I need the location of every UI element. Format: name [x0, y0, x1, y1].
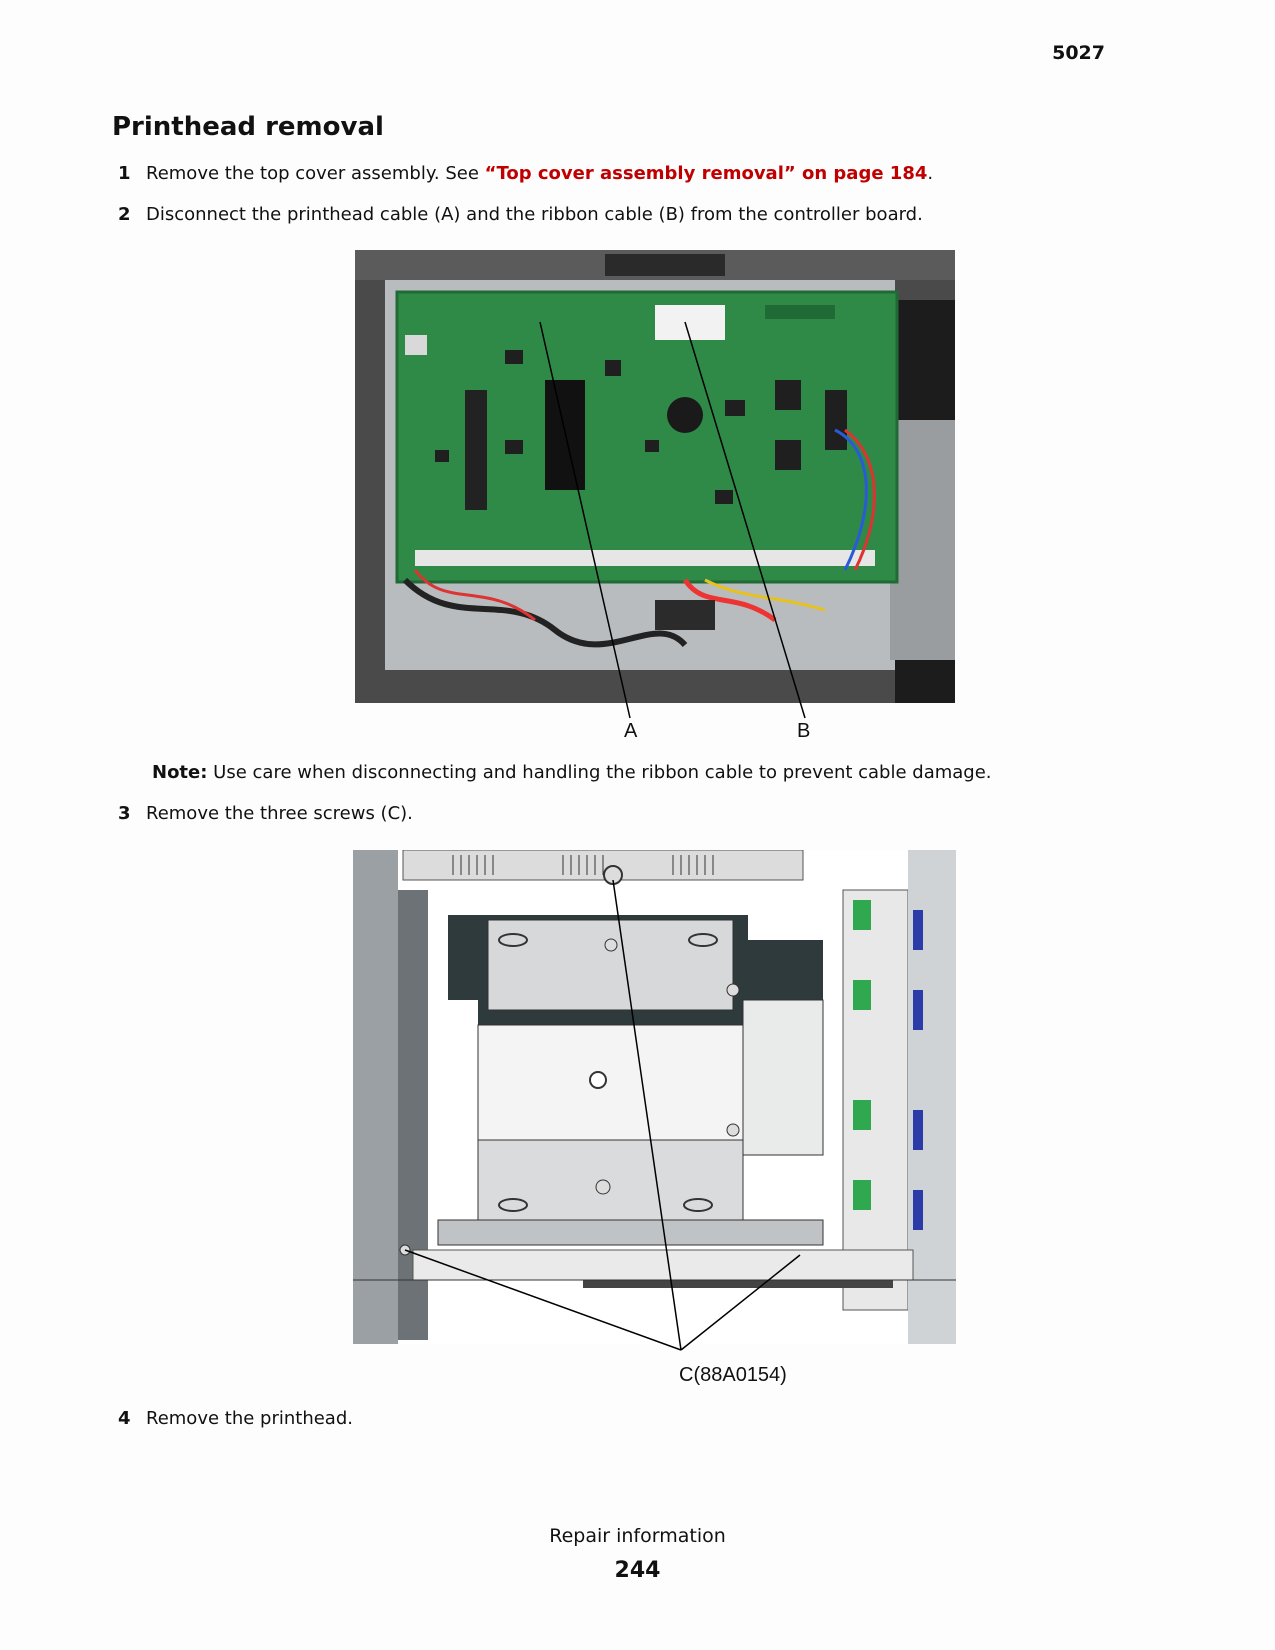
- step-text: Remove the three screws (C).: [146, 803, 413, 824]
- step-number: 3: [118, 803, 131, 824]
- callout-a: A: [624, 720, 638, 742]
- step-number: 2: [118, 204, 131, 225]
- figure2-leader-lines: [404, 879, 801, 1351]
- step-text: Disconnect the printhead cable (A) and t…: [146, 204, 923, 225]
- figure1-leader-lines: [539, 321, 806, 719]
- controller-board-photo: [355, 250, 955, 703]
- step-text: Remove the printhead.: [146, 1408, 353, 1429]
- step-2: 2 Disconnect the printhead cable (A) and …: [118, 204, 923, 225]
- cross-reference-link[interactable]: “Top cover assembly removal” on page 184: [484, 163, 928, 184]
- note-label: Note:: [152, 762, 208, 783]
- printhead-drawing: [353, 850, 956, 1344]
- step-3: 3 Remove the three screws (C).: [118, 803, 413, 824]
- page-number: 244: [614, 1558, 661, 1583]
- page-title: Printhead removal: [112, 112, 384, 142]
- step-number: 1: [118, 163, 131, 184]
- callout-c: C(88A0154): [679, 1364, 787, 1386]
- step-text-end: .: [927, 163, 934, 184]
- step-text: Remove the top cover assembly. See: [146, 163, 485, 184]
- note-text: Use care when disconnecting and handling…: [207, 762, 992, 783]
- callout-b: B: [797, 720, 811, 742]
- step-1: 1 Remove the top cover assembly. See “Top…: [118, 163, 933, 184]
- step-4: 4 Remove the printhead.: [118, 1408, 353, 1429]
- step-number: 4: [118, 1408, 131, 1429]
- machine-type-code: 5027: [1052, 42, 1105, 64]
- footer-section-title: Repair information: [549, 1525, 726, 1547]
- note: Note: Use care when disconnecting and ha…: [152, 762, 992, 783]
